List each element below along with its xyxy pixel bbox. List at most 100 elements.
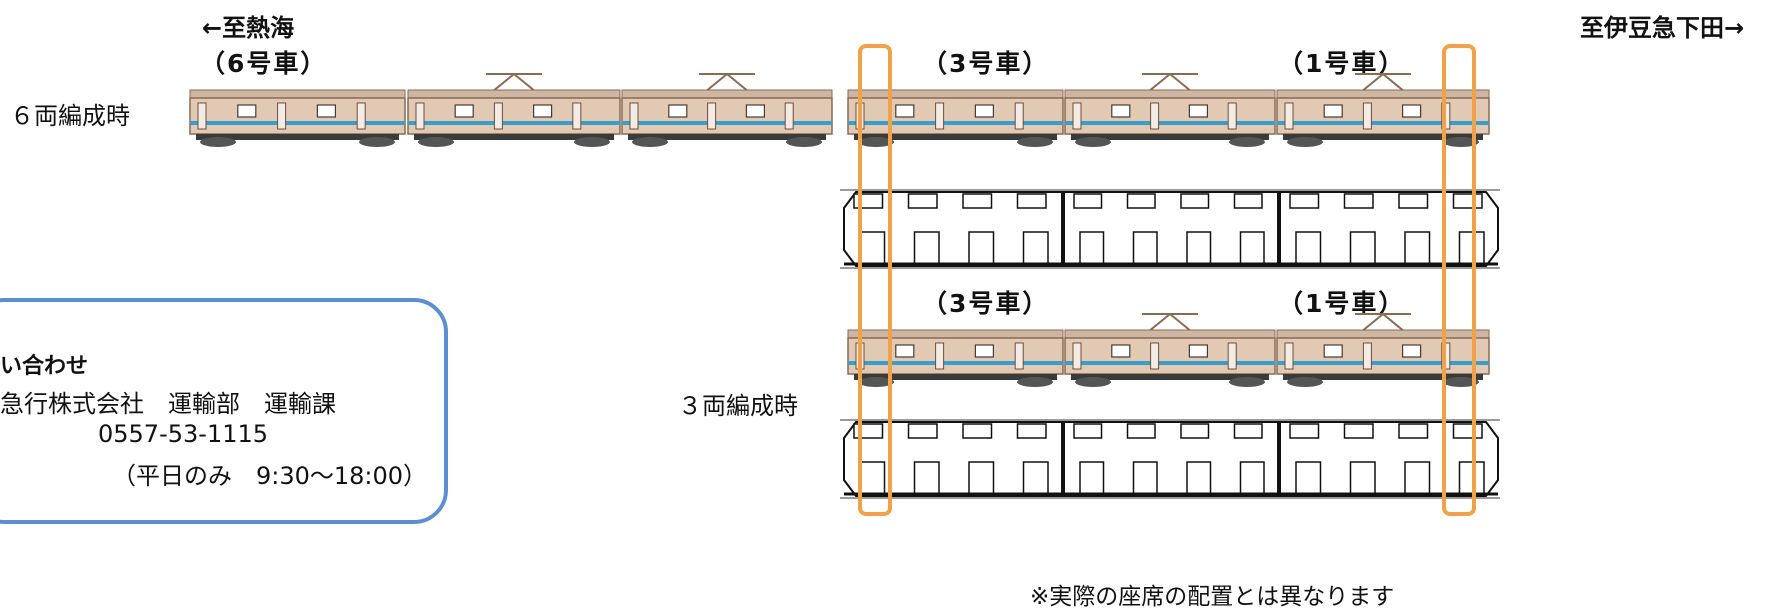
- car-body: [847, 97, 1064, 135]
- bogie: [200, 137, 236, 147]
- car-window: [668, 104, 688, 118]
- car-body: [621, 97, 833, 135]
- bogie: [1229, 137, 1265, 147]
- seat-block-bottom: [859, 231, 886, 265]
- car-window: [1111, 104, 1131, 118]
- car-window: [454, 104, 474, 118]
- car-door: [1150, 102, 1160, 130]
- car-window: [1188, 104, 1209, 118]
- contact-box: [0, 298, 448, 524]
- seat-block-top: [1289, 193, 1320, 209]
- seat-block-bottom: [968, 461, 995, 495]
- car-door: [572, 102, 582, 130]
- car-underframe: [854, 134, 1057, 140]
- seat-block-top: [1233, 423, 1263, 439]
- seat-block-bottom: [1186, 461, 1212, 495]
- car-roof: [621, 89, 833, 99]
- direction-atami: ←至熱海: [202, 14, 295, 42]
- seat-block-bottom: [859, 461, 886, 495]
- car-underframe: [1283, 374, 1483, 380]
- car-door: [356, 102, 366, 130]
- plan-car-2-6car: [1063, 191, 1279, 267]
- bogie: [1443, 137, 1479, 147]
- car-window: [1401, 344, 1422, 358]
- car-2-side-3car: [1064, 312, 1276, 387]
- car-1-side-3car: [1276, 312, 1490, 387]
- seat-block-top: [1452, 423, 1483, 439]
- car-stripe: [408, 121, 620, 125]
- car-window: [1323, 104, 1343, 118]
- car-roof: [407, 89, 621, 99]
- car-5-side: [407, 72, 621, 147]
- car-window: [1323, 344, 1343, 358]
- car-body: [1064, 97, 1276, 135]
- car-door: [415, 102, 425, 130]
- seat-block-top: [1073, 193, 1103, 209]
- seat-block-bottom: [1458, 231, 1485, 265]
- car-door: [493, 102, 503, 130]
- seat-block-bottom: [1404, 461, 1431, 495]
- car-window: [974, 344, 995, 358]
- car-body: [1276, 337, 1490, 375]
- car-stripe: [1065, 361, 1275, 365]
- car-door: [1284, 342, 1294, 370]
- car-window: [974, 104, 995, 118]
- car-stripe: [1277, 121, 1489, 125]
- seat-block-top: [1398, 193, 1429, 209]
- car-door: [784, 102, 794, 130]
- car-stripe: [1277, 361, 1489, 365]
- highlight-frame-car-1: [1442, 44, 1476, 516]
- bogie: [1017, 137, 1053, 147]
- seat-block-bottom: [1349, 231, 1376, 265]
- car-door: [1284, 102, 1294, 130]
- highlight-frame-car-3: [858, 44, 892, 516]
- bogie: [1443, 377, 1479, 387]
- seat-block-top: [1016, 423, 1047, 439]
- plan-car-3-6car: [843, 191, 1063, 267]
- formation-six-car: ６両編成時: [10, 102, 130, 130]
- seat-block-bottom: [1239, 231, 1265, 265]
- bogie: [574, 137, 610, 147]
- seat-block-bottom: [1132, 461, 1158, 495]
- bogie: [1229, 377, 1265, 387]
- contact-phone: 0557-53-1115: [98, 420, 269, 448]
- car-window: [1188, 344, 1209, 358]
- car-door: [1150, 342, 1160, 370]
- seat-block-bottom: [968, 231, 995, 265]
- car-stripe: [190, 121, 405, 125]
- bogie: [858, 377, 894, 387]
- car-body: [1276, 97, 1490, 135]
- plan-car-1-3car: [1279, 421, 1499, 497]
- seat-block-top: [1016, 193, 1047, 209]
- car-3-side-3car: [847, 329, 1064, 387]
- seat-block-bottom: [1079, 461, 1105, 495]
- car-underframe: [196, 134, 399, 140]
- car-door: [935, 342, 945, 370]
- seat-block-bottom: [1295, 461, 1322, 495]
- contact-title: い合わせ: [0, 354, 89, 379]
- car-door: [1014, 102, 1024, 130]
- bogie: [1075, 377, 1111, 387]
- seat-block-top: [1452, 193, 1483, 209]
- car-underframe: [1071, 134, 1269, 140]
- car-window: [237, 104, 257, 118]
- car-2-side-6car: [1064, 72, 1276, 147]
- bogie: [786, 137, 822, 147]
- car-door: [629, 102, 639, 130]
- direction-izukyu-shimoda: 至伊豆急下田→: [1580, 14, 1745, 42]
- bogie: [1075, 137, 1111, 147]
- car-door: [707, 102, 717, 130]
- plan-car-1-6car: [1279, 191, 1499, 267]
- car-window: [1111, 344, 1131, 358]
- car-window: [1401, 104, 1422, 118]
- contact-org: 急行株式会社 運輸部 運輸課: [0, 390, 336, 418]
- seat-block-top: [907, 423, 938, 439]
- pantograph: [1147, 312, 1193, 333]
- seat-block-bottom: [1239, 461, 1265, 495]
- plan-car-3-3car: [843, 421, 1063, 497]
- seat-block-top: [907, 193, 938, 209]
- seat-block-top: [1126, 423, 1156, 439]
- car-label-6: （6号車）: [200, 49, 328, 78]
- seat-block-top: [962, 423, 993, 439]
